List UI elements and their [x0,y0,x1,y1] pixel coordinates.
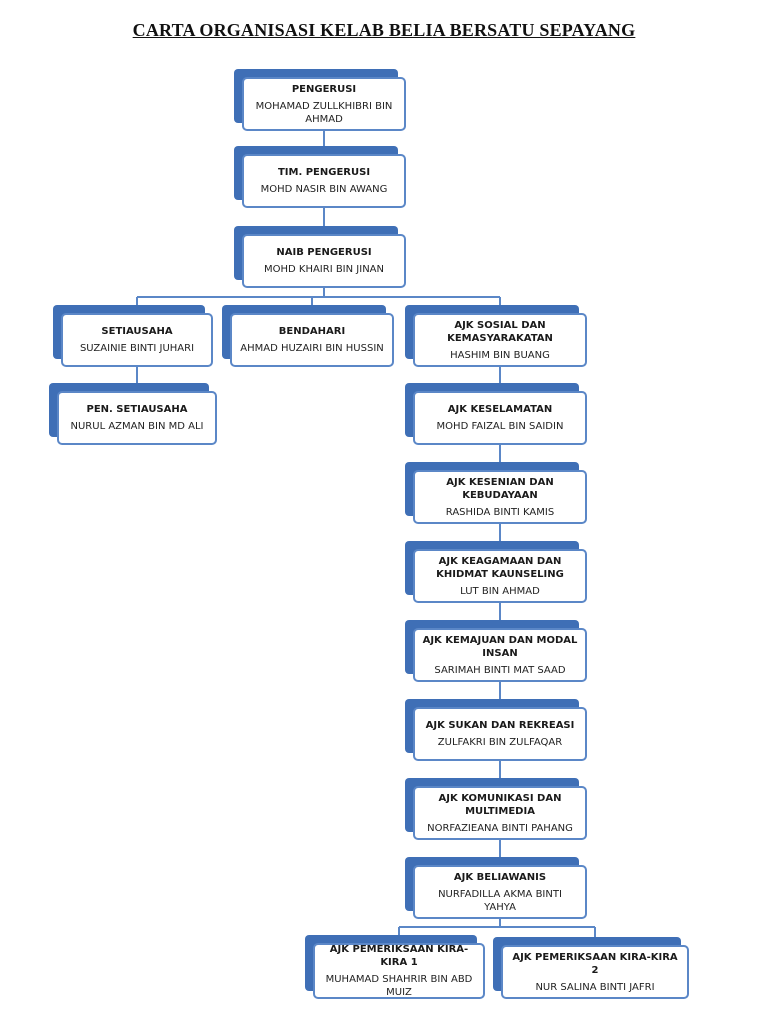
node-person: SARIMAH BINTI MAT SAAD [434,664,566,676]
node-person: MUHAMAD SHAHRIR BIN ABD MUIZ [325,974,473,998]
node-ajk-sukan: AJK SUKAN DAN REKREASI ZULFAKRI BIN ZULF… [405,699,587,761]
box-face: SETIAUSAHA SUZAINIE BINTI JUHARI [61,313,213,367]
node-role: PEN. SETIAUSAHA [86,404,188,415]
node-role: AJK KEAGAMAAN DAN KHIDMAT KAUNSELING [436,555,564,580]
box-face: TIM. PENGERUSI MOHD NASIR BIN AWANG [242,154,406,208]
node-person: SUZAINIE BINTI JUHARI [79,343,195,354]
node-pen-setiausaha: PEN. SETIAUSAHA NURUL AZMAN BIN MD ALI [49,383,217,445]
node-role: PENGERUSI [291,83,357,95]
node-naib-pengerusi: NAIB PENGERUSI MOHD KHAIRI BIN JINAN [234,226,406,288]
box-face: AJK SUKAN DAN REKREASI ZULFAKRI BIN ZULF… [413,707,587,761]
node-person: LUT BIN AHMAD [460,585,540,597]
box-face: PEN. SETIAUSAHA NURUL AZMAN BIN MD ALI [57,391,217,445]
box-face: AJK KEMAJUAN DAN MODAL INSAN SARIMAH BIN… [413,628,587,682]
node-person: AHMAD HUZAIRI BIN HUSSIN [240,343,384,354]
node-role: SETIAUSAHA [101,326,173,337]
node-ajk-keselamatan: AJK KESELAMATAN MOHD FAIZAL BIN SAIDIN [405,383,587,445]
chart-title: CARTA ORGANISASI KELAB BELIA BERSATU SEP… [132,20,636,40]
node-role: AJK KOMUNIKASI DAN MULTIMEDIA [438,792,562,817]
node-role: AJK KESENIAN DAN KEBUDAYAAN [446,476,554,501]
node-ajk-beliawanis: AJK BELIAWANIS NURFADILLA AKMA BINTI YAH… [405,857,587,919]
box-face: NAIB PENGERUSI MOHD KHAIRI BIN JINAN [242,234,406,288]
node-role: BENDAHARI [278,326,346,337]
box-face: PENGERUSI MOHAMAD ZULLKHIBRI BIN AHMAD [242,77,406,131]
box-face: AJK KESENIAN DAN KEBUDAYAAN RASHIDA BINT… [413,470,587,524]
node-person: NURUL AZMAN BIN MD ALI [70,421,204,432]
node-ajk-kesenian: AJK KESENIAN DAN KEBUDAYAAN RASHIDA BINT… [405,462,587,524]
node-ajk-keagamaan: AJK KEAGAMAAN DAN KHIDMAT KAUNSELING LUT… [405,541,587,603]
node-ajk-pemeriksaan-2: AJK PEMERIKSAAN KIRA-KIRA 2 NUR SALINA B… [493,937,689,999]
box-face: AJK SOSIAL DAN KEMASYARAKATAN HASHIM BIN… [413,313,587,367]
node-role: AJK KESELAMATAN [447,404,553,415]
node-person: MOHD NASIR BIN AWANG [260,184,388,195]
node-person: NORFAZIEANA BINTI PAHANG [427,822,573,834]
box-face: AJK KESELAMATAN MOHD FAIZAL BIN SAIDIN [413,391,587,445]
box-face: BENDAHARI AHMAD HUZAIRI BIN HUSSIN [230,313,394,367]
node-person: MOHD FAIZAL BIN SAIDIN [436,421,564,432]
box-face: AJK BELIAWANIS NURFADILLA AKMA BINTI YAH… [413,865,587,919]
node-person: MOHD KHAIRI BIN JINAN [263,264,384,275]
node-role: AJK KEMAJUAN DAN MODAL INSAN [422,634,578,659]
node-ajk-sosial: AJK SOSIAL DAN KEMASYARAKATAN HASHIM BIN… [405,305,587,367]
node-person: NUR SALINA BINTI JAFRI [535,981,655,993]
node-role: AJK PEMERIKSAAN KIRA-KIRA 2 [512,951,678,976]
node-role: AJK BELIAWANIS [453,871,547,883]
node-pengerusi: PENGERUSI MOHAMAD ZULLKHIBRI BIN AHMAD [234,69,406,131]
box-face: AJK PEMERIKSAAN KIRA-KIRA 2 NUR SALINA B… [501,945,689,999]
node-person: NURFADILLA AKMA BINTI YAHYA [438,888,562,913]
node-ajk-kemajuan: AJK KEMAJUAN DAN MODAL INSAN SARIMAH BIN… [405,620,587,682]
box-face: AJK KOMUNIKASI DAN MULTIMEDIA NORFAZIEAN… [413,786,587,840]
node-person: ZULFAKRI BIN ZULFAQAR [437,737,563,748]
node-person: RASHIDA BINTI KAMIS [445,506,555,518]
node-ajk-pemeriksaan-1: AJK PEMERIKSAAN KIRA-KIRA 1 MUHAMAD SHAH… [305,935,485,999]
box-face: AJK KEAGAMAAN DAN KHIDMAT KAUNSELING LUT… [413,549,587,603]
node-setiausaha: SETIAUSAHA SUZAINIE BINTI JUHARI [53,305,213,367]
node-role: NAIB PENGERUSI [276,247,372,258]
node-role: AJK SUKAN DAN REKREASI [425,720,575,731]
node-person: MOHAMAD ZULLKHIBRI BIN AHMAD [255,100,393,125]
node-person: HASHIM BIN BUANG [450,349,550,361]
box-face: AJK PEMERIKSAAN KIRA-KIRA 1 MUHAMAD SHAH… [313,943,485,999]
node-timbalan-pengerusi: TIM. PENGERUSI MOHD NASIR BIN AWANG [234,146,406,208]
node-role: AJK PEMERIKSAAN KIRA-KIRA 1 [329,944,469,968]
node-role: AJK SOSIAL DAN KEMASYARAKATAN [447,319,553,344]
node-ajk-komunikasi: AJK KOMUNIKASI DAN MULTIMEDIA NORFAZIEAN… [405,778,587,840]
node-bendahari: BENDAHARI AHMAD HUZAIRI BIN HUSSIN [222,305,394,367]
node-role: TIM. PENGERUSI [277,167,371,178]
